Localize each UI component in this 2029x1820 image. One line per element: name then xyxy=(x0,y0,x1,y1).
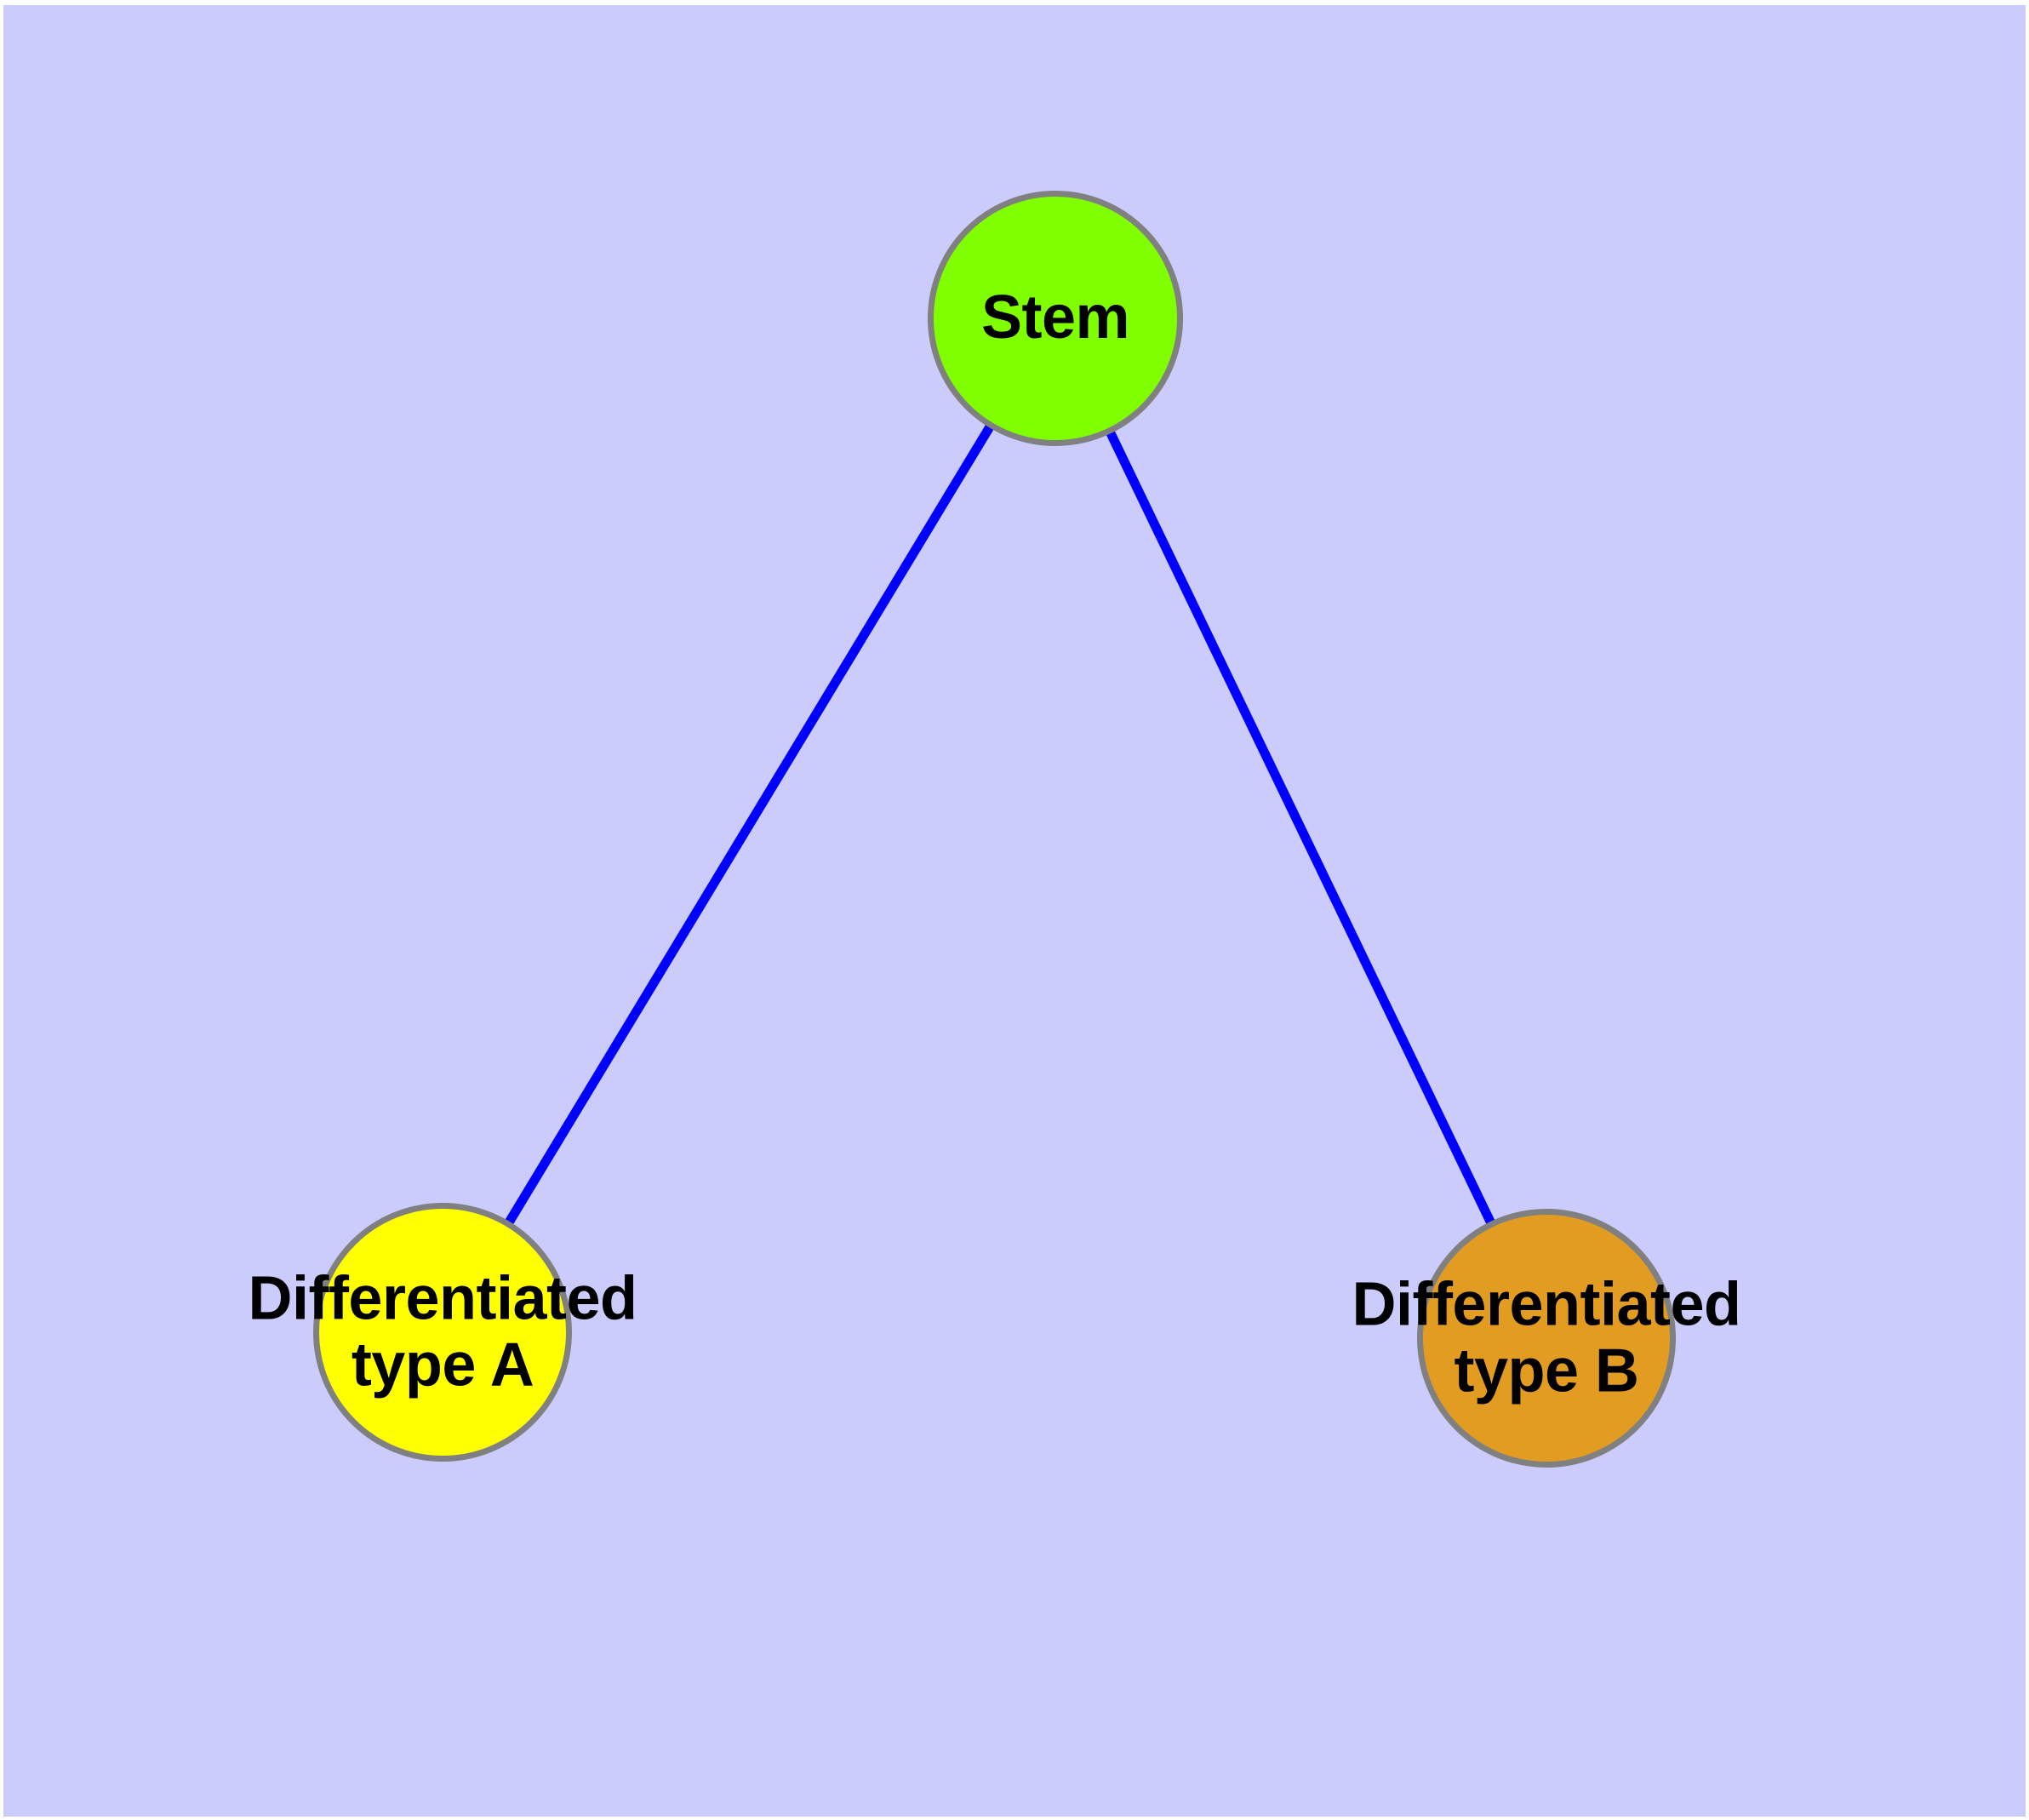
graph-node-diff-b[interactable] xyxy=(1417,1209,1676,1468)
graph-edge-stem-to-diff-b xyxy=(1105,428,1496,1228)
graph-node-diff-a[interactable] xyxy=(313,1203,572,1462)
graph-edge-stem-to-diff-a xyxy=(503,422,996,1228)
graph-node-stem[interactable] xyxy=(928,191,1183,446)
edge-layer xyxy=(503,422,1496,1228)
node-layer xyxy=(313,191,1676,1468)
